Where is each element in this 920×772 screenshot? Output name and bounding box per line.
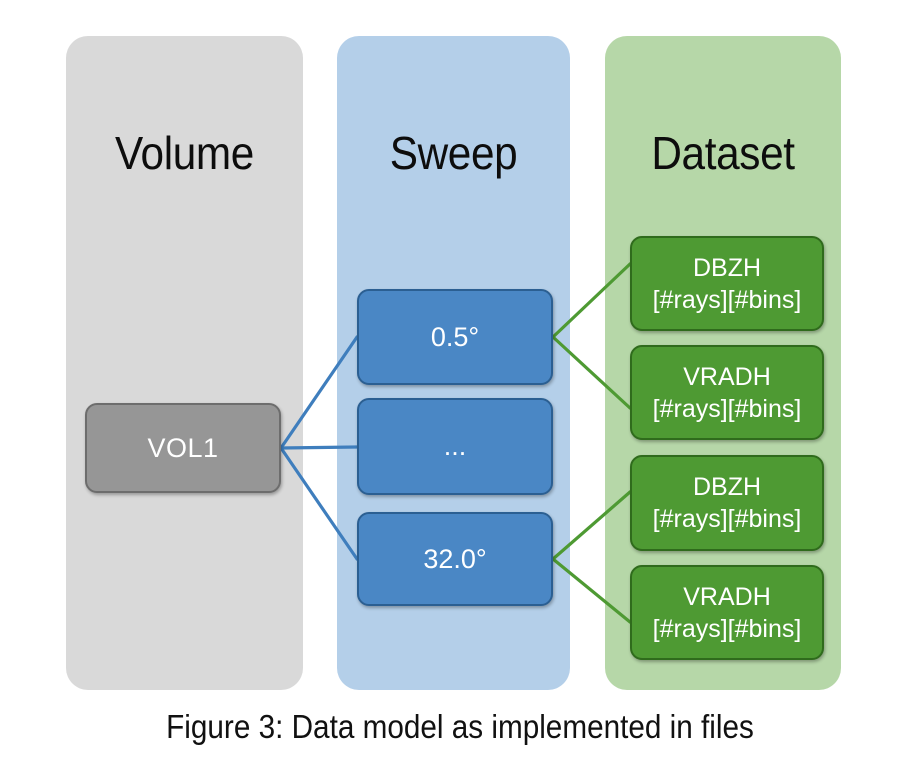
- sweep-node-label: 32.0°: [423, 543, 487, 574]
- sweep-node-3[interactable]: 32.0°: [357, 512, 553, 606]
- figure-caption: Figure 3: Data model as implemented in f…: [166, 708, 754, 745]
- dataset-node-dims: [#rays][#bins]: [652, 285, 802, 314]
- sweep-node-label: 0.5°: [430, 321, 480, 352]
- dataset-node-1[interactable]: DBZH [#rays][#bins]: [630, 236, 824, 331]
- volume-node-label: VOL1: [147, 432, 219, 463]
- dataset-node-3[interactable]: DBZH [#rays][#bins]: [630, 455, 824, 551]
- dataset-node-dims: [#rays][#bins]: [652, 505, 802, 533]
- sweep-node-label: ...: [443, 431, 467, 461]
- dataset-node-dims: [#rays][#bins]: [652, 614, 802, 643]
- dataset-node-name: DBZH: [692, 473, 762, 501]
- dataset-node-2[interactable]: VRADH [#rays][#bins]: [630, 345, 824, 440]
- column-panel-volume: Volume: [66, 36, 303, 690]
- column-title-volume: Volume: [115, 127, 254, 179]
- dataset-node-name: DBZH: [692, 253, 762, 282]
- column-title-dataset: Dataset: [651, 127, 795, 179]
- dataset-node-name: VRADH: [683, 362, 771, 391]
- column-title-sweep: Sweep: [389, 127, 518, 179]
- sweep-node-1[interactable]: 0.5°: [357, 289, 553, 385]
- dataset-node-dims: [#rays][#bins]: [652, 394, 802, 423]
- dataset-node-name: VRADH: [683, 582, 771, 611]
- sweep-node-2[interactable]: ...: [357, 398, 553, 495]
- volume-node-vol1[interactable]: VOL1: [85, 403, 281, 493]
- dataset-node-4[interactable]: VRADH [#rays][#bins]: [630, 565, 824, 660]
